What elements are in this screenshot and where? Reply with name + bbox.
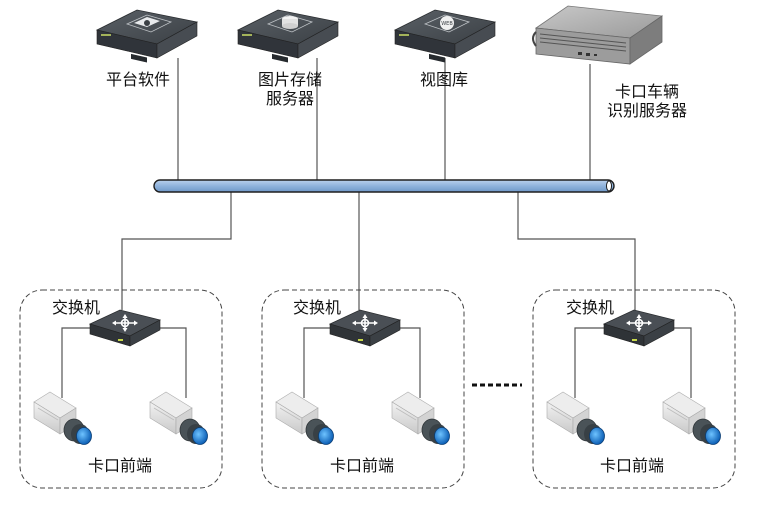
- checkpoint-group-2: [261, 289, 465, 489]
- app-window-glyph: [134, 17, 160, 27]
- camera-icon: [33, 391, 92, 445]
- database-glyph: [282, 16, 298, 29]
- switch-label-2: 交换机: [293, 298, 342, 317]
- front-label-3: 卡口前端: [600, 456, 665, 475]
- camera-icon: [275, 391, 334, 445]
- switch-label-3: 交换机: [566, 298, 615, 317]
- network-switch-icon: [89, 309, 161, 347]
- label-image-storage-line-1: 图片存储: [257, 70, 322, 89]
- group-boundary: [19, 289, 223, 489]
- switch-camera-link-left: [61, 327, 96, 398]
- image-storage-server: [237, 9, 339, 64]
- label-vehicle-recognition-line-1: 卡口车辆: [614, 82, 679, 101]
- server-links: [177, 58, 591, 181]
- label-vehicle-recognition: 卡口车辆 识别服务器: [594, 82, 700, 120]
- camera-icon: [391, 391, 450, 445]
- label-vehicle-recognition-line-2: 识别服务器: [606, 101, 687, 120]
- switch-camera-link-right: [152, 327, 187, 398]
- network-switch-icon: [603, 309, 675, 347]
- label-view-library: 视图库: [420, 70, 469, 89]
- switch-camera-link-right: [666, 327, 692, 398]
- link-switch-1: [121, 192, 232, 310]
- checkpoint-group-1: [19, 289, 223, 489]
- camera-icon: [662, 391, 721, 445]
- view-library-server: WEB: [394, 9, 496, 64]
- link-switch-3: [517, 192, 636, 310]
- front-label-2: 卡口前端: [330, 456, 395, 475]
- web-globe-glyph: WEB: [440, 16, 454, 30]
- label-image-storage: 图片存储 服务器: [248, 70, 332, 108]
- switch-camera-link-left: [303, 327, 336, 398]
- group-boundary: [261, 289, 465, 489]
- vehicle-recognition-server: [532, 5, 664, 65]
- network-bus: [153, 179, 615, 193]
- label-platform-software: 平台软件: [106, 70, 171, 89]
- checkpoint-group-3: [532, 289, 736, 489]
- switch-camera-link-right: [392, 327, 421, 398]
- switch-label-1: 交换机: [52, 298, 101, 317]
- front-label-1: 卡口前端: [88, 456, 153, 475]
- label-image-storage-line-2: 服务器: [265, 89, 314, 108]
- switch-camera-link-left: [574, 327, 610, 398]
- rack-server-icon: [532, 5, 664, 65]
- svg-text:WEB: WEB: [441, 21, 453, 27]
- group-boundary: [532, 289, 736, 489]
- camera-icon: [546, 391, 605, 445]
- switch-links: [121, 192, 636, 310]
- checkpoint-groups: [19, 289, 736, 489]
- camera-icon: [149, 391, 208, 445]
- platform-software-server: [96, 9, 198, 64]
